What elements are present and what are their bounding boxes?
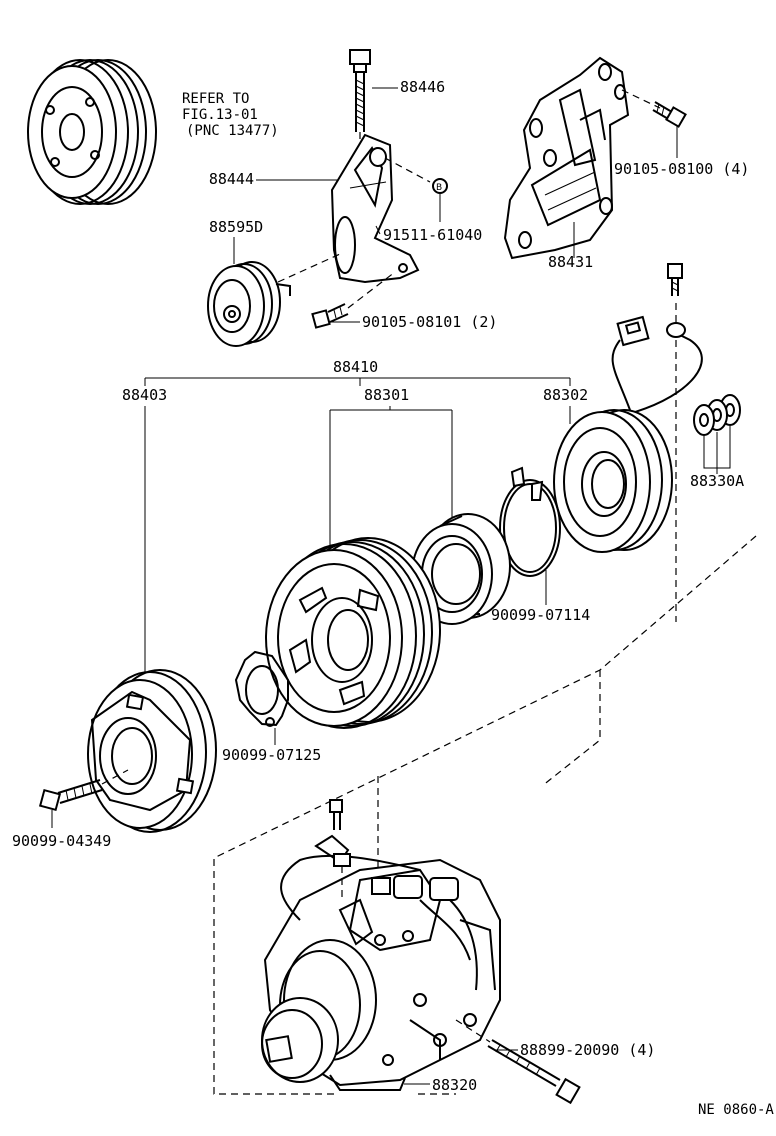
label-88330A: 88330A bbox=[690, 472, 744, 490]
snap-ring-bearing-icon bbox=[499, 466, 561, 577]
label-88403: 88403 bbox=[122, 386, 167, 404]
label-88595D: 88595D bbox=[209, 218, 263, 236]
label-90099-07114: 90099-07114 bbox=[491, 606, 590, 624]
label-90099-07125: 90099-07125 bbox=[222, 746, 321, 764]
label-88446: 88446 bbox=[400, 78, 445, 96]
label-88444: 88444 bbox=[209, 170, 254, 188]
clutch-pulley-icon bbox=[265, 537, 441, 729]
label-90105-08100: 90105-08100 (4) bbox=[614, 160, 749, 178]
label-88431: 88431 bbox=[548, 253, 593, 271]
main-bracket-88431-icon bbox=[503, 56, 630, 260]
label-88320: 88320 bbox=[432, 1076, 477, 1094]
stud-bolt-icon bbox=[487, 1039, 581, 1105]
label-88301: 88301 bbox=[364, 386, 409, 404]
label-88302: 88302 bbox=[543, 386, 588, 404]
idler-pulley-icon bbox=[207, 261, 291, 347]
compressor-icon bbox=[261, 854, 501, 1091]
figure-code: NE 0860-A bbox=[698, 1102, 774, 1118]
label-88410: 88410 bbox=[333, 358, 378, 376]
reference-note-line2: FIG.13-01 bbox=[182, 107, 258, 123]
snap-ring-plate-icon bbox=[234, 650, 289, 727]
label-91511-61040: 91511-61040 bbox=[383, 226, 482, 244]
reference-note-line1: REFER TO bbox=[182, 91, 249, 107]
bolt-90105-08100-icon bbox=[652, 101, 687, 128]
shim-set-icon bbox=[693, 394, 741, 436]
bolt-90099-04349-icon bbox=[38, 779, 103, 812]
bracket-arm-88444-icon bbox=[330, 133, 420, 284]
label-88899-20090: 88899-20090 (4) bbox=[520, 1041, 655, 1059]
reference-note-line3: (PNC 13477) bbox=[186, 123, 279, 139]
ground-bolt-icon bbox=[667, 263, 683, 296]
svg-text:B: B bbox=[436, 183, 442, 193]
nut-b-icon: B bbox=[432, 178, 448, 194]
label-90099-04349: 90099-04349 bbox=[12, 832, 111, 850]
label-90105-08101: 90105-08101 (2) bbox=[362, 313, 497, 331]
stator-coil-icon bbox=[553, 315, 703, 553]
pressure-plate-icon bbox=[87, 669, 217, 833]
bolt-88446-icon bbox=[349, 49, 371, 150]
bolt-90105-08101-icon bbox=[311, 303, 349, 329]
pulley-bearing-icon bbox=[411, 513, 511, 625]
crank-pulley-reference bbox=[27, 59, 157, 205]
